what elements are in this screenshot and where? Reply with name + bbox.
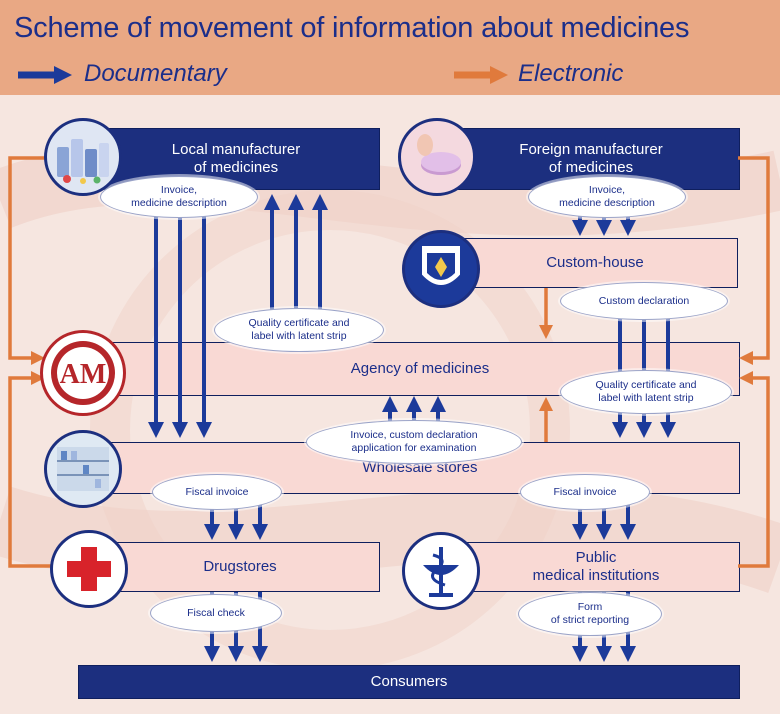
node-drugstores: Drugstores [100,542,380,592]
node-agency-of-medicines: Agency of medicines [100,342,740,396]
doc-fiscal-invoice-right: Fiscal invoice [520,474,650,510]
doc-invoice-local: Invoice, medicine description [100,176,258,218]
node-consumers: Consumers [78,665,740,699]
doc-invoice-foreign: Invoice, medicine description [528,176,686,218]
legend-electronic: Electronic [518,60,624,87]
page-title: Scheme of movement of information about … [14,12,690,44]
pharmacy-shelves-icon [44,430,122,508]
pill-icon [398,118,476,196]
header-banner: Scheme of movement of information about … [0,0,780,95]
node-custom-house: Custom-house [452,238,738,288]
node-public-medical-institutions: Public medical institutions [452,542,740,592]
legend-documentary: Documentary [84,60,227,87]
doc-quality-certificate-right: Quality certificate and label with laten… [560,370,732,414]
red-cross-icon [50,530,128,608]
doc-invoice-custom-application: Invoice, custom declaration application … [306,420,522,464]
documentary-arrow-icon [18,66,72,84]
doc-fiscal-check: Fiscal check [150,594,282,632]
doc-quality-certificate-left: Quality certificate and label with laten… [214,308,384,352]
electronic-arrow-icon [454,66,508,84]
svg-text:AM: AM [60,359,107,390]
am-logo-icon: AM [40,330,126,416]
medicine-bottles-icon [44,118,122,196]
customs-emblem-icon [402,230,480,308]
doc-custom-declaration: Custom declaration [560,282,728,320]
doc-fiscal-invoice-left: Fiscal invoice [152,474,282,510]
doc-form-strict-reporting: Form of strict reporting [518,592,662,636]
bowl-of-hygieia-icon [402,532,480,610]
